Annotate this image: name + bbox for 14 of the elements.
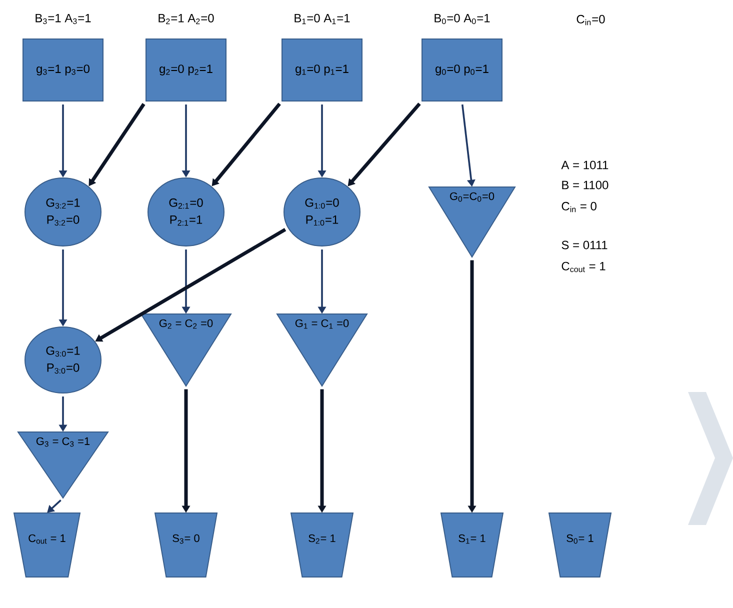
note-text: S = 0111 xyxy=(562,240,608,250)
gp-box: g$_{0}$=0 p$_{0}$=1 xyxy=(422,38,502,102)
input-label: B$_{1}$=0 A$_{1}$=1 xyxy=(294,14,350,24)
gp-box: g$_{2}$=0 p$_{2}$=1 xyxy=(146,38,226,102)
input-label: B$_{0}$=0 A$_{0}$=1 xyxy=(434,14,490,24)
note-text: B = 1100 xyxy=(562,180,608,190)
gp-box: g$_{3}$=1 p$_{3}$=0 xyxy=(22,38,104,102)
input-label: B$_{3}$=1 A$_{3}$=1 xyxy=(36,14,91,24)
gp-box: g$_{1}$=0 p$_{1}$=1 xyxy=(282,38,362,102)
input-label: B$_{2}$=1 A$_{2}$=0 xyxy=(158,14,214,24)
note-text: C$_{in}$=0 xyxy=(576,14,605,26)
note-text: A = 1011 xyxy=(561,160,608,170)
note-text: C$_{cout}$ = 1 xyxy=(562,262,606,272)
note-text: C$_{in}$ = 0 xyxy=(562,202,596,212)
